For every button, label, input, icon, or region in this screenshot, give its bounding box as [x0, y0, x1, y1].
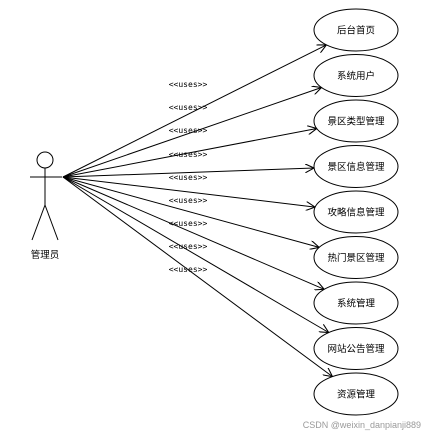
use-case-ellipse — [313, 327, 399, 370]
uses-relation-label: <<uses>> — [169, 80, 208, 89]
association-line — [62, 88, 322, 178]
association-line — [62, 176, 324, 289]
association-edges: <<uses>> <<uses>> <<uses>> <<uses>> <<uses>>… — [62, 45, 333, 377]
association-line — [62, 129, 317, 178]
use-case-ellipse — [313, 190, 399, 234]
use-case-ellipse — [313, 145, 399, 188]
uses-relation-label: <<uses>> — [169, 173, 208, 182]
use-case-ellipse — [313, 281, 399, 325]
association-line — [62, 176, 315, 207]
use-case-label: 系统用户 — [337, 70, 375, 82]
uses-relation-label: <<uses>> — [169, 103, 208, 112]
uses-relation-label: <<uses>> — [169, 126, 208, 135]
use-case-label: 系统管理 — [337, 298, 376, 310]
uses-relation-label: <<uses>> — [169, 196, 208, 205]
uses-relation-label: <<uses>> — [169, 150, 208, 159]
watermark-text: CSDN @weixin_danpianji889 — [303, 420, 421, 430]
use-case-label: 后台首页 — [337, 25, 375, 37]
association-line — [62, 176, 333, 377]
use-case-label: 景区信息管理 — [327, 161, 385, 173]
use-case-ellipse — [313, 54, 399, 97]
use-case-label: 攻略信息管理 — [327, 207, 385, 219]
use-case-label: 热门景区管理 — [327, 252, 385, 264]
uses-relation-label: <<uses>> — [169, 265, 208, 274]
use-case-label: 资源管理 — [337, 389, 376, 401]
association-line — [62, 176, 329, 333]
association-line — [62, 168, 314, 178]
use-case-ellipse — [313, 372, 399, 416]
actor-label: 管理员 — [31, 249, 60, 261]
use-case-label: 景区类型管理 — [327, 116, 385, 128]
uses-relation-label: <<uses>> — [169, 242, 208, 251]
uses-relation-label: <<uses>> — [169, 219, 208, 228]
actor-head — [36, 151, 54, 169]
use-case-ellipse — [313, 236, 399, 279]
actor-figure — [30, 151, 62, 241]
use-case-group: 后台首页系统用户景区类型管理景区信息管理攻略信息管理热门景区管理系统管理网站公告… — [313, 8, 399, 416]
actor-right-leg — [44, 204, 59, 241]
use-case-label: 网站公告管理 — [327, 343, 385, 355]
association-line — [62, 176, 319, 247]
use-case-ellipse — [313, 8, 399, 52]
association-line — [62, 45, 326, 178]
use-case-ellipse — [313, 99, 399, 143]
actor-left-leg — [31, 204, 46, 241]
